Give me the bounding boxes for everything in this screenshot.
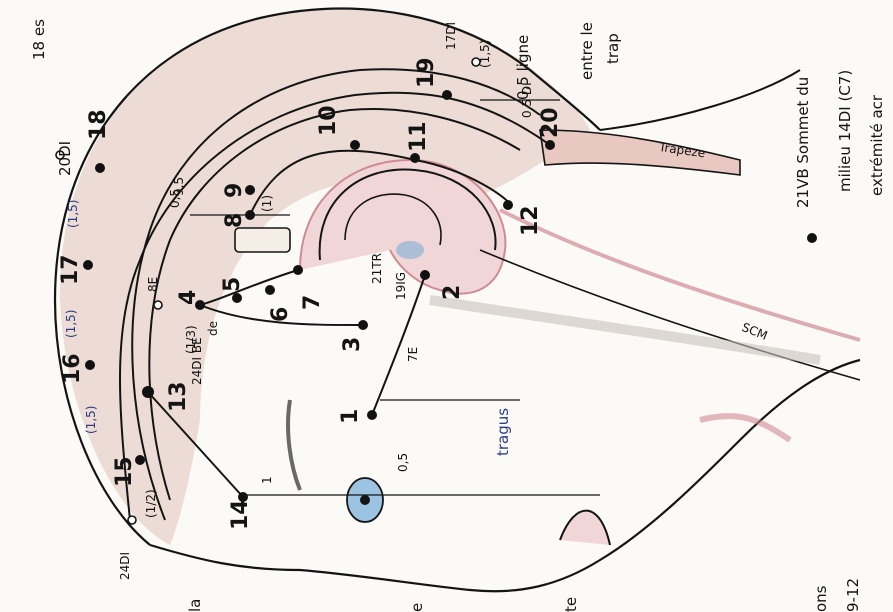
annotation-measure-15d: (1,5) [478,40,492,68]
point-dot-17[interactable] [83,260,93,270]
point-dot-18[interactable] [95,163,105,173]
annotation-24di: 24DI [118,552,132,580]
annotation-measure-05b: 0,5 [396,453,410,472]
annotation-right-note-3: trap [604,33,622,64]
point-dot-21vb[interactable] [807,233,817,243]
annotation-tragus: tragus [494,408,512,456]
annotation-right-note-6: extrémité acr [868,95,886,196]
annotation-7e: 7E [406,347,420,362]
tragus-block [235,228,290,252]
annotation-measure-1b: (1) [260,195,274,212]
annotation-bottom-2: 9-12 [844,578,862,612]
label-point-15: 15 [112,456,137,487]
annotation-8e: 8E [146,277,160,292]
annotation-measure-13: (1/3) [184,325,198,354]
label-point-11: 11 [406,121,431,152]
annotation-bottom-3: la [186,599,204,612]
label-point-17: 17 [58,254,83,285]
point-dot-19[interactable] [442,90,452,100]
trapezius-shading [540,130,740,175]
annotation-right-note-4: 21VB Sommet du [794,77,812,208]
annotation-19ig: 19IG [394,272,408,300]
nose [560,511,610,545]
label-point-3: 3 [340,337,365,352]
annotation-measure-de: de [206,321,220,336]
point-dot-3[interactable] [358,320,368,330]
label-point-16: 16 [60,353,85,384]
open-point-24d[interactable] [128,516,136,524]
label-point-18: 18 [86,109,111,140]
label-point-12: 12 [518,205,543,236]
label-point-2: 2 [440,285,465,300]
label-point-7: 7 [300,295,325,310]
annotation-20di: 20DI [56,141,74,176]
label-point-10: 10 [316,105,341,136]
label-point-5: 5 [220,277,245,292]
annotation-right-note-2: entre le [578,22,596,80]
point-dot-7[interactable] [293,265,303,275]
open-point-8e[interactable] [154,301,162,309]
eyebrow [288,400,300,490]
annotation-right-note-5: milieu 14DI (C7) [836,70,854,192]
annotation-17di: 17DI [444,22,458,50]
label-point-19: 19 [414,57,439,88]
neck-line-1 [600,70,800,130]
annotation-measure-15a: (1,5) [66,200,80,228]
label-point-6: 6 [268,307,293,322]
annotation-top-left: 18 es [30,19,48,60]
annotation-bottom-4: e [408,603,426,612]
annotation-bottom-5: te [562,597,580,612]
point-dot-1[interactable] [367,410,377,420]
label-point-8: 8 [222,213,247,228]
annotation-measure-1: 1 [260,476,274,484]
annotation-right-note-1: 0,5 ligne [514,35,532,100]
point-dot-10[interactable] [350,140,360,150]
label-point-1: 1 [338,409,363,424]
point-dot-6[interactable] [265,285,275,295]
point-dot-12[interactable] [503,200,513,210]
annotation-measure-12: (1/2) [144,489,158,518]
annotation-21tr: 21TR [370,253,384,284]
face-profile [150,360,860,591]
ear-blue-spot [396,241,424,259]
point-dot-11[interactable] [410,153,420,163]
point-dot-20[interactable] [545,140,555,150]
annotation-measure-15b: (1,5) [64,310,78,338]
annotation-measure-15c: (1,5) [84,406,98,434]
label-point-9: 9 [222,183,247,198]
annotation-bottom-1: ons [812,586,830,612]
label-point-13: 13 [166,381,191,412]
point-dot-5[interactable] [232,293,242,303]
eye-pupil [360,495,370,505]
label-point-14: 14 [228,499,253,530]
label-point-20: 20 [538,107,563,138]
point-dot-2[interactable] [420,270,430,280]
point-dot-13[interactable] [142,386,154,398]
annotation-measure-95: 9,5 [172,177,186,196]
label-point-4: 4 [176,290,201,305]
point-dot-16[interactable] [85,360,95,370]
